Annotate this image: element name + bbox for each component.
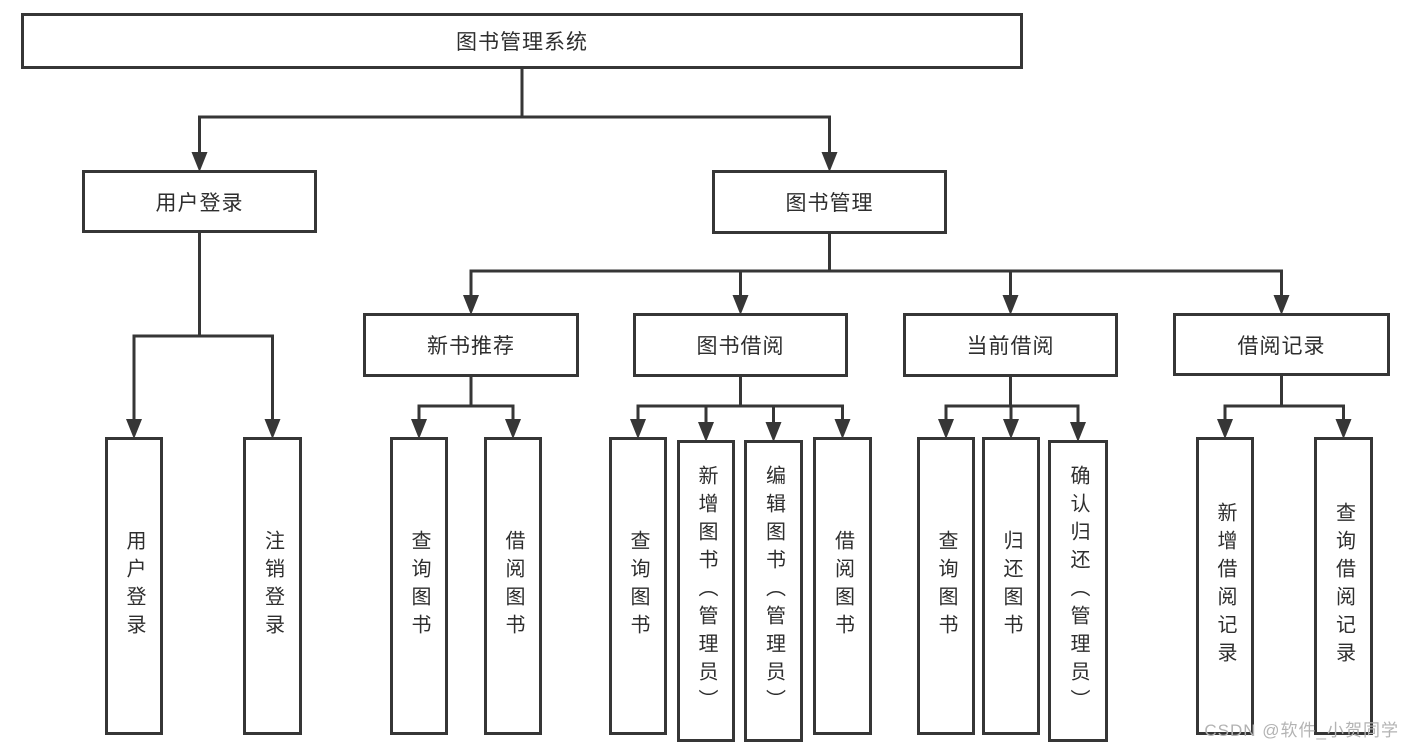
arrowhead-query-book-rec [411, 419, 427, 439]
connector-root [198, 66, 831, 160]
node-label: 借阅记录 [1237, 334, 1326, 358]
node-label: 查询图书 [408, 530, 430, 642]
arrowhead-query-book-borrow [630, 419, 646, 439]
node-borrow-book-2: 借阅图书 [813, 437, 872, 735]
arrowhead-edit-book-admin [765, 422, 782, 442]
node-label: 图书管理系统 [456, 31, 588, 54]
node-logout-op: 注销登录 [243, 437, 302, 735]
arrowhead-query-borrow-record [1335, 419, 1352, 439]
node-book-borrow: 图书借阅 [633, 313, 848, 377]
node-root: 图书管理系统 [21, 13, 1023, 69]
node-label: 归还图书 [1000, 530, 1022, 642]
node-return-book: 归还图书 [982, 437, 1040, 735]
node-borrow-records: 借阅记录 [1173, 313, 1390, 376]
node-borrow-book-rec: 借阅图书 [484, 437, 542, 735]
arrowhead-borrow-book-rec [505, 419, 521, 439]
node-label: 借阅图书 [831, 530, 854, 642]
connector-current-borrow [944, 374, 1080, 430]
arrowhead-return-book [1003, 419, 1019, 439]
arrowhead-logout-op [264, 419, 281, 439]
node-query-book-borrow: 查询图书 [609, 437, 667, 735]
arrowhead-confirm-return-admin [1070, 422, 1086, 442]
node-label: 用户登录 [155, 191, 244, 215]
connector-borrow-records [1223, 373, 1345, 427]
arrowhead-user-login-op [126, 419, 142, 439]
arrowhead-query-book-current [938, 419, 954, 439]
arrowhead-new-book-rec [463, 295, 479, 315]
arrowhead-add-borrow-record [1217, 419, 1233, 439]
node-query-book-current: 查询图书 [917, 437, 975, 735]
node-label: 查询图书 [935, 530, 957, 642]
node-confirm-return-admin: 确认归还（管理员） [1048, 440, 1108, 742]
node-label: 新增借阅记录 [1214, 502, 1236, 670]
connector-book-mgmt [469, 231, 1283, 303]
node-add-book-admin: 新增图书（管理员） [677, 440, 735, 742]
node-label: 新增图书（管理员） [695, 465, 717, 717]
arrowhead-add-book-admin [698, 422, 714, 442]
node-label: 图书管理 [785, 192, 874, 215]
arrowhead-borrow-book-2 [834, 419, 851, 439]
arrowhead-current-borrow [1002, 295, 1019, 315]
node-query-book-rec: 查询图书 [390, 437, 448, 735]
node-label: 借阅图书 [502, 530, 524, 642]
connector-user-login [132, 230, 274, 427]
node-label: 用户登录 [123, 530, 145, 642]
node-label: 查询借阅记录 [1332, 502, 1355, 670]
watermark-text: CSDN @软件_小贺同学 [1204, 721, 1399, 740]
node-label: 查询图书 [627, 530, 649, 642]
arrowhead-book-borrow [732, 295, 749, 315]
arrowhead-book-mgmt [821, 152, 838, 172]
node-label: 图书借阅 [696, 335, 785, 358]
node-current-borrow: 当前借阅 [903, 313, 1118, 377]
arrowhead-borrow-records [1273, 295, 1290, 315]
node-query-borrow-record: 查询借阅记录 [1314, 437, 1373, 735]
node-edit-book-admin: 编辑图书（管理员） [744, 440, 803, 742]
node-label: 新书推荐 [427, 335, 515, 358]
connector-book-borrow [636, 374, 844, 430]
arrowhead-user-login [191, 152, 208, 172]
node-label: 编辑图书（管理员） [762, 465, 785, 717]
node-label: 注销登录 [261, 530, 284, 642]
connector-new-book-rec [417, 374, 515, 427]
node-book-mgmt: 图书管理 [712, 170, 947, 234]
node-label: 确认归还（管理员） [1067, 465, 1089, 717]
node-new-book-rec: 新书推荐 [363, 313, 579, 377]
node-user-login: 用户登录 [82, 170, 317, 233]
node-user-login-op: 用户登录 [105, 437, 163, 735]
node-label: 当前借阅 [966, 335, 1055, 358]
node-add-borrow-record: 新增借阅记录 [1196, 437, 1254, 735]
